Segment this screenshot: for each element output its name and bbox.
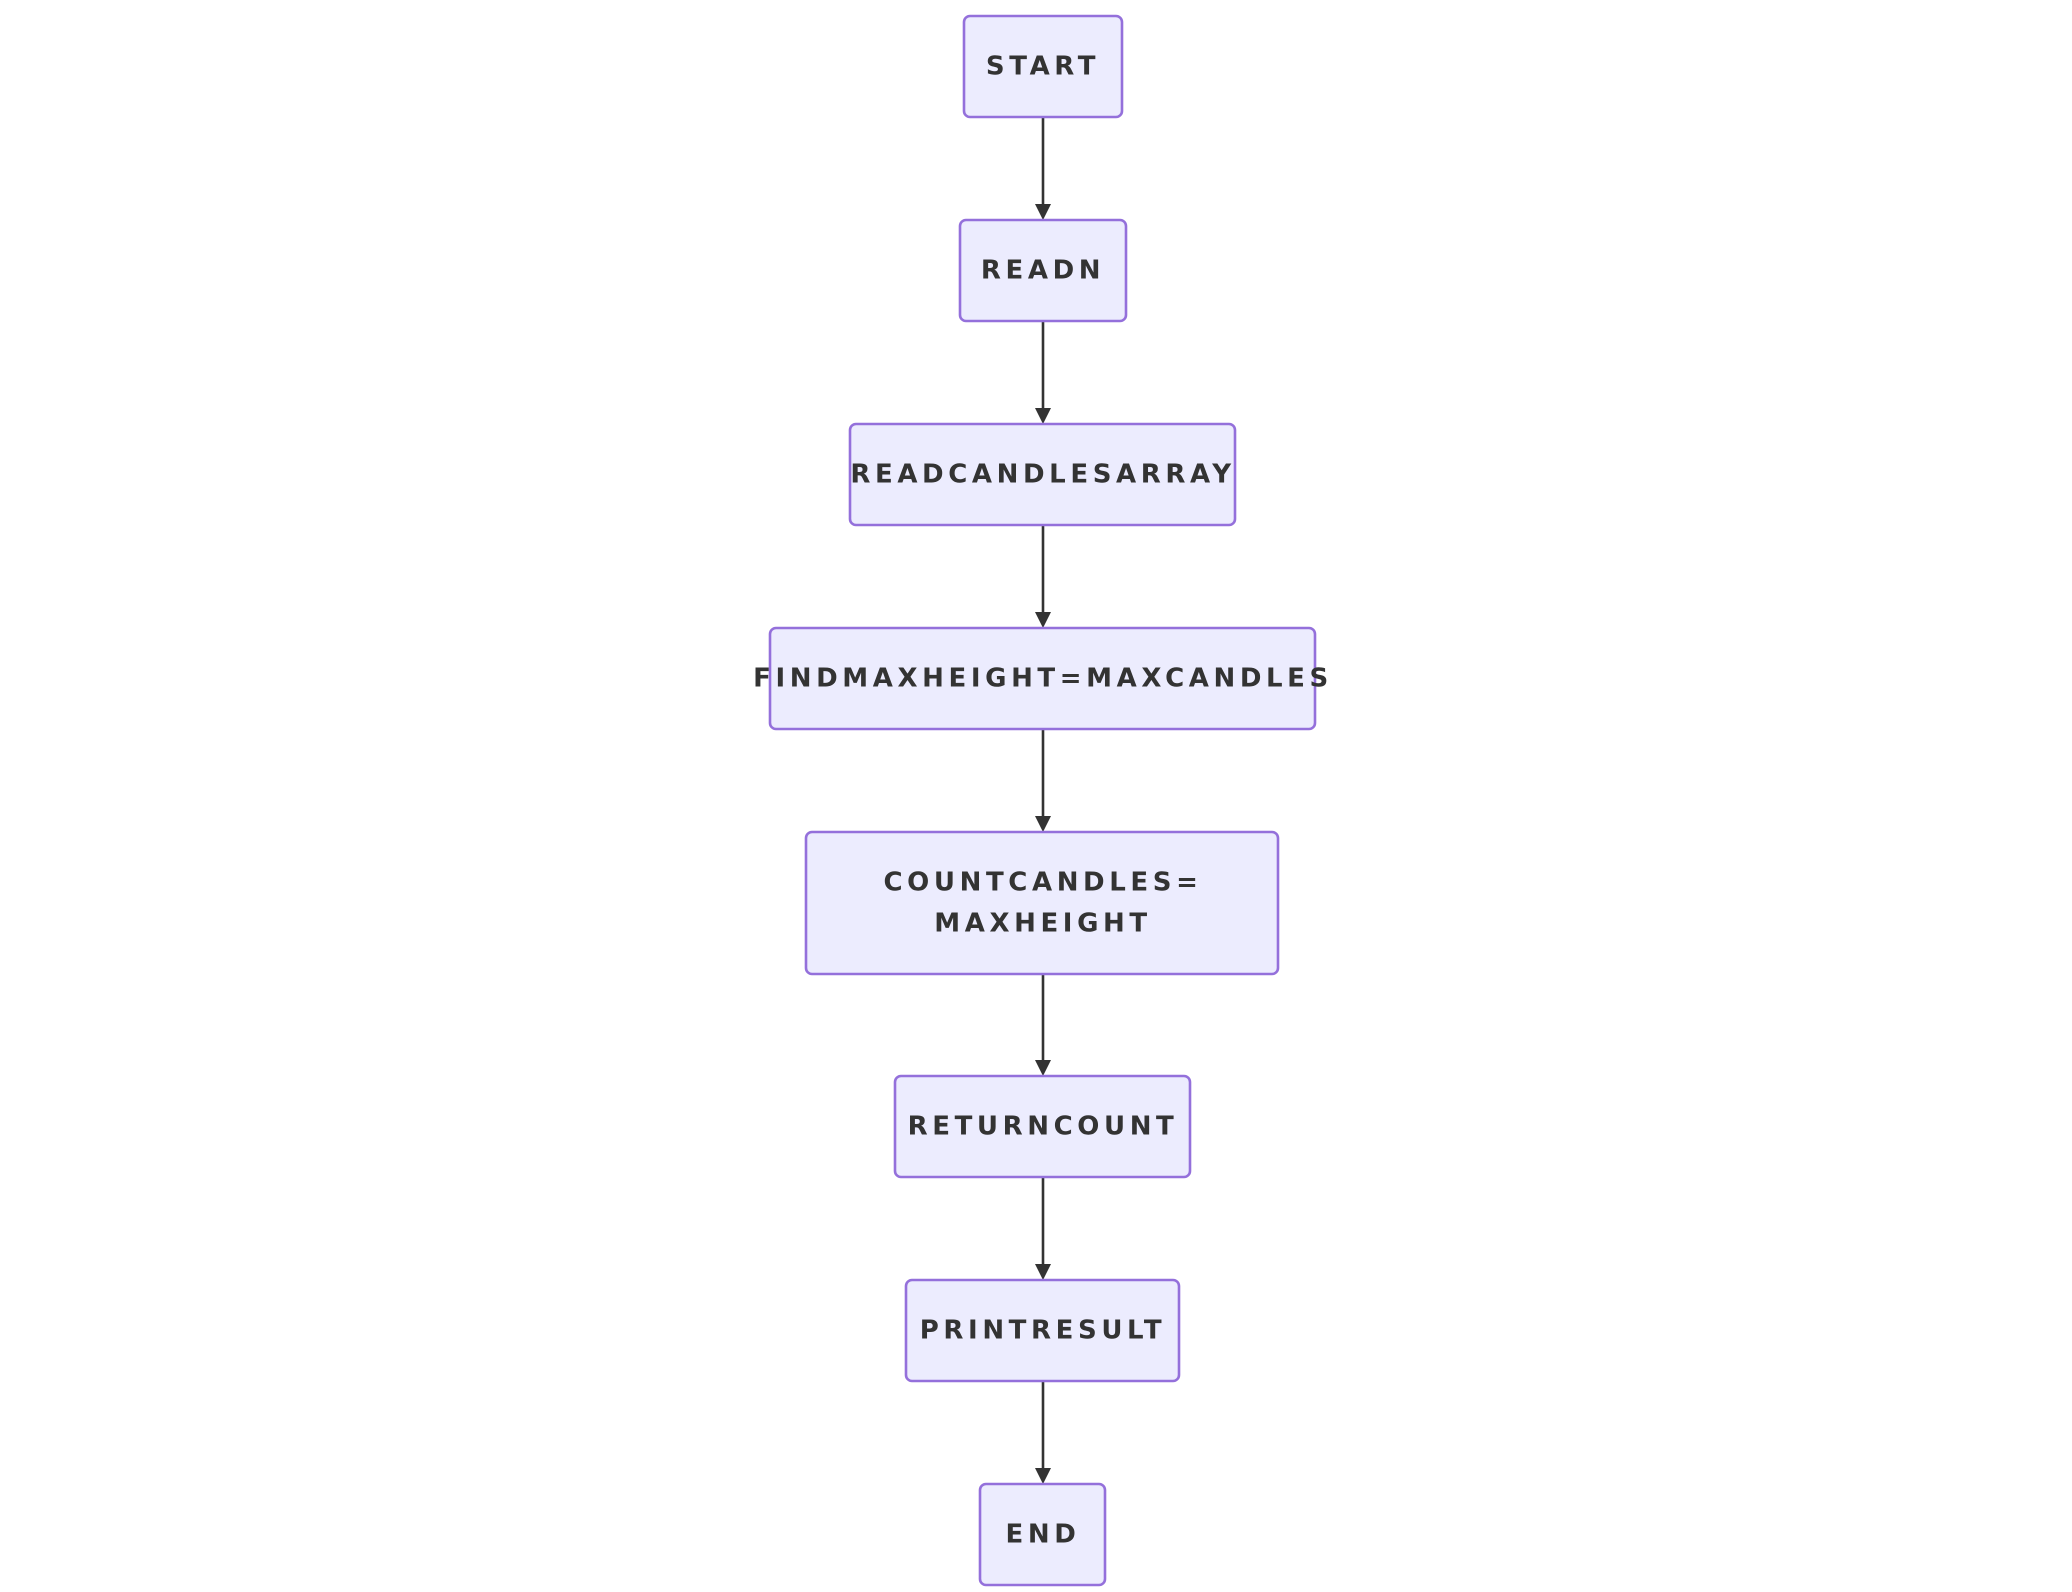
node-box (893, 1074, 1192, 1179)
node-box (848, 422, 1237, 527)
node-return-count: RETURNCOUNT (893, 1074, 1192, 1179)
node-read-n: READN (958, 218, 1128, 323)
node-find-max-height: FINDMAXHEIGHT=MAXCANDLES (753, 626, 1333, 731)
node-print-result: PRINTRESULT (904, 1278, 1181, 1383)
node-box (958, 218, 1128, 323)
node-label: COUNTCANDLES= (884, 868, 1203, 898)
nodes: START READN READCANDLESARRAY FINDMAXHEIGHT=… (753, 14, 1333, 1587)
arrowhead-icon (1035, 408, 1051, 424)
arrowhead-icon (1035, 816, 1051, 832)
node-label: FINDMAXHEIGHT=MAXCANDLES (753, 664, 1333, 694)
arrowhead-icon (1035, 1264, 1051, 1280)
node-label: READN (981, 256, 1105, 286)
node-label: RETURNCOUNT (908, 1112, 1179, 1142)
node-box (904, 1278, 1181, 1383)
arrowhead-icon (1035, 1060, 1051, 1076)
node-box (978, 1482, 1107, 1587)
node-start: START (962, 14, 1124, 119)
node-label: READCANDLESARRAY (850, 460, 1235, 490)
node-label: END (1006, 1520, 1081, 1550)
node-count-candles: COUNTCANDLES= MAXHEIGHT (804, 830, 1280, 976)
node-box (804, 830, 1280, 976)
node-box (962, 14, 1124, 119)
node-label: MAXHEIGHT (934, 909, 1151, 939)
arrowhead-icon (1035, 204, 1051, 220)
edges (1035, 117, 1051, 1484)
node-box (768, 626, 1317, 731)
node-read-candles-array: READCANDLESARRAY (848, 422, 1237, 527)
node-end: END (978, 1482, 1107, 1587)
arrowhead-icon (1035, 612, 1051, 628)
arrowhead-icon (1035, 1468, 1051, 1484)
node-label: START (986, 52, 1100, 82)
node-label: PRINTRESULT (920, 1316, 1166, 1346)
